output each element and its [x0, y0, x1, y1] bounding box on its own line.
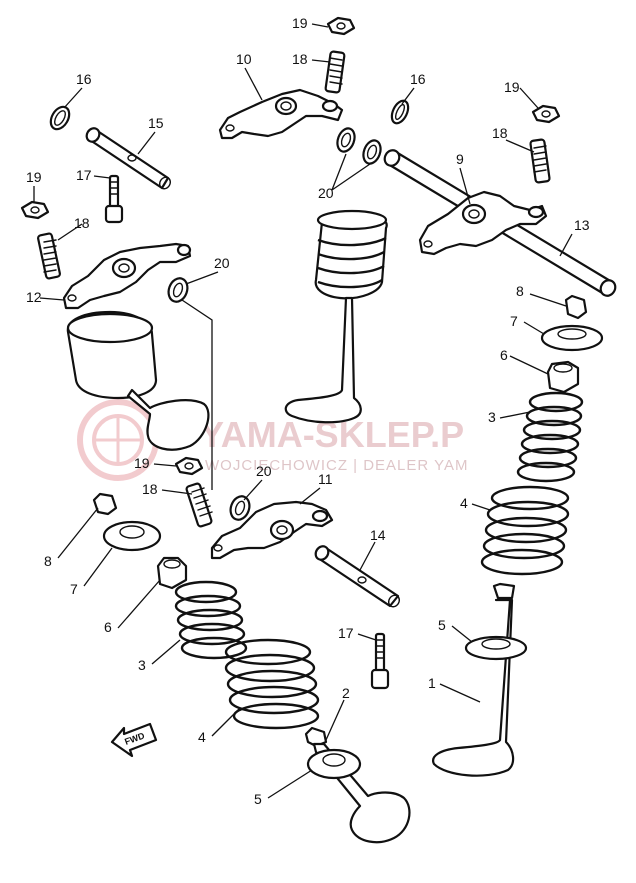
- o-ring-16-left: [49, 105, 71, 131]
- spring-seat-5-left: [306, 748, 362, 780]
- washer-20-upper-a: [336, 127, 356, 153]
- callout-19-left: 19: [26, 169, 42, 185]
- spring-seat-5-right: [464, 635, 528, 661]
- callout-5-right: 5: [438, 617, 446, 633]
- callout-6-left: 6: [104, 619, 112, 635]
- watermark-tagline: WOJCIECHOWICZ | DEALER YAM: [205, 457, 469, 474]
- callout-17-lower: 17: [338, 625, 354, 641]
- callout-18-middle: 18: [142, 481, 158, 497]
- callout-8-right: 8: [516, 283, 524, 299]
- valve-seal-6-right: [546, 360, 580, 394]
- valve-spring-inner-3-left: [174, 580, 248, 660]
- callout-1: 1: [428, 675, 436, 691]
- rocker-shaft-15: [85, 127, 172, 190]
- callout-20-upper: 20: [318, 185, 334, 201]
- callout-6-right: 6: [500, 347, 508, 363]
- callout-20-left: 20: [214, 255, 230, 271]
- washer-20-left: [167, 277, 189, 303]
- valve-spring-inner-3-right: [516, 391, 584, 483]
- adjuster-screw-18-top: [324, 50, 346, 94]
- callout-3-left: 3: [138, 657, 146, 673]
- rocker-shaft-14: [314, 545, 401, 608]
- callout-20-lower: 20: [256, 463, 272, 479]
- rocker-arm-11: [210, 500, 334, 560]
- callout-9: 9: [456, 151, 464, 167]
- valve-retainer-7-left: [102, 520, 162, 552]
- adjuster-screw-18-left: [37, 232, 61, 280]
- bolt-17-lower: [370, 632, 390, 690]
- callout-12: 12: [26, 289, 42, 305]
- callout-11: 11: [318, 471, 333, 487]
- washer-20-lower: [229, 495, 251, 521]
- callout-10: 10: [236, 51, 252, 67]
- callout-8-left: 8: [44, 553, 52, 569]
- callout-14: 14: [370, 527, 386, 543]
- callout-18-top: 18: [292, 51, 308, 67]
- callout-19-right: 19: [504, 79, 520, 95]
- callout-5-left: 5: [254, 791, 262, 807]
- callout-4-left: 4: [198, 729, 206, 745]
- forward-direction-marker: FWD: [110, 722, 158, 758]
- callout-2: 2: [342, 685, 350, 701]
- callout-16-right: 16: [410, 71, 426, 87]
- valve-center-top: [284, 209, 388, 424]
- nut-19-right: [531, 104, 561, 124]
- callout-4-right: 4: [460, 495, 468, 511]
- callout-numbers: 19 18 10 16 15 16 19 18 19 17 9 20 18 13…: [26, 15, 590, 807]
- adjuster-screw-18-right: [529, 138, 551, 184]
- nut-19-middle: [174, 456, 204, 476]
- bolt-17-left: [104, 174, 124, 224]
- o-ring-16-right: [390, 99, 410, 125]
- callout-16-left: 16: [76, 71, 92, 87]
- callout-17-left: 17: [76, 167, 92, 183]
- leader-lines: [33, 23, 573, 799]
- washer-20-upper-b: [362, 139, 382, 165]
- valve-cotter-8-right: [564, 294, 588, 320]
- valve-retainer-7-right: [540, 324, 604, 352]
- rocker-arm-10: [218, 88, 344, 140]
- callout-18-left: 18: [74, 215, 90, 231]
- callout-15: 15: [148, 115, 164, 131]
- nut-19-left: [20, 200, 50, 220]
- callout-3-right: 3: [488, 409, 496, 425]
- callout-19-top: 19: [292, 15, 308, 31]
- valve-1-right: [432, 582, 516, 777]
- callout-18-right: 18: [492, 125, 508, 141]
- valve-spring-outer-4-left: [224, 638, 320, 730]
- valve-seal-6-left: [156, 556, 188, 590]
- callout-7-right: 7: [510, 313, 518, 329]
- valve-2-left: [304, 726, 411, 844]
- callout-7-left: 7: [70, 581, 78, 597]
- callout-13: 13: [574, 217, 590, 233]
- callout-19-middle: 19: [134, 455, 150, 471]
- valve-spring-outer-4-right: [480, 485, 570, 576]
- valve-cotter-8-left: [92, 492, 118, 516]
- adjuster-screw-18-middle: [185, 482, 213, 528]
- valve-left-top: [66, 310, 210, 451]
- nut-19-top: [326, 16, 356, 36]
- rocker-arm-12: [62, 242, 192, 310]
- rocker-arm-9: [418, 190, 548, 256]
